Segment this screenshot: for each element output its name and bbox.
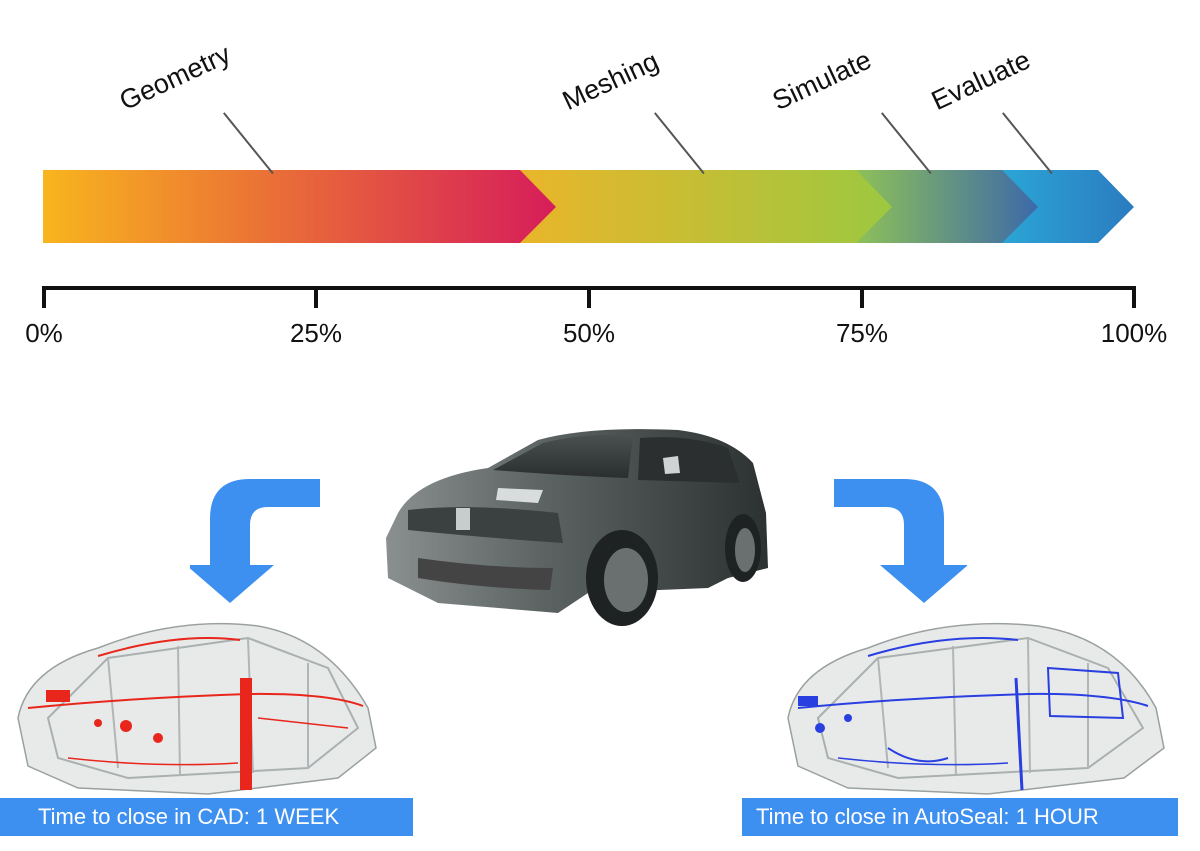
stage-simulate-segment	[855, 170, 1038, 243]
vehicle-3d-model-image	[386, 429, 768, 626]
axis-label-75: 75%	[835, 318, 889, 348]
curved-arrow-down-right-icon	[834, 479, 967, 603]
axis-label-50: 50%	[562, 318, 616, 348]
stage-meshing-segment	[518, 170, 892, 243]
axis-label-0: 0%	[25, 318, 63, 348]
process-bar	[43, 170, 1134, 243]
axis-tick-100	[1132, 286, 1136, 308]
caption-cad-time: Time to close in CAD: 1 WEEK	[0, 798, 413, 836]
body-in-white-cad-image	[17, 622, 377, 795]
axis-tick-75	[860, 286, 864, 308]
stage-evaluate-segment	[1000, 170, 1134, 243]
axis-label-25: 25%	[289, 318, 343, 348]
axis-tick-50	[587, 286, 591, 308]
axis-tick-0	[42, 286, 46, 308]
axis-label-100: 100%	[1100, 318, 1168, 348]
stage-geometry-segment	[43, 170, 556, 243]
caption-autoseal-text: Time to close in AutoSeal: 1 HOUR	[756, 804, 1099, 829]
caption-autoseal-time: Time to close in AutoSeal: 1 HOUR	[742, 798, 1178, 836]
axis-tick-25	[314, 286, 318, 308]
body-in-white-autoseal-image	[787, 622, 1165, 795]
curved-arrow-down-left-icon	[190, 479, 320, 603]
caption-cad-text: Time to close in CAD: 1 WEEK	[38, 804, 340, 829]
